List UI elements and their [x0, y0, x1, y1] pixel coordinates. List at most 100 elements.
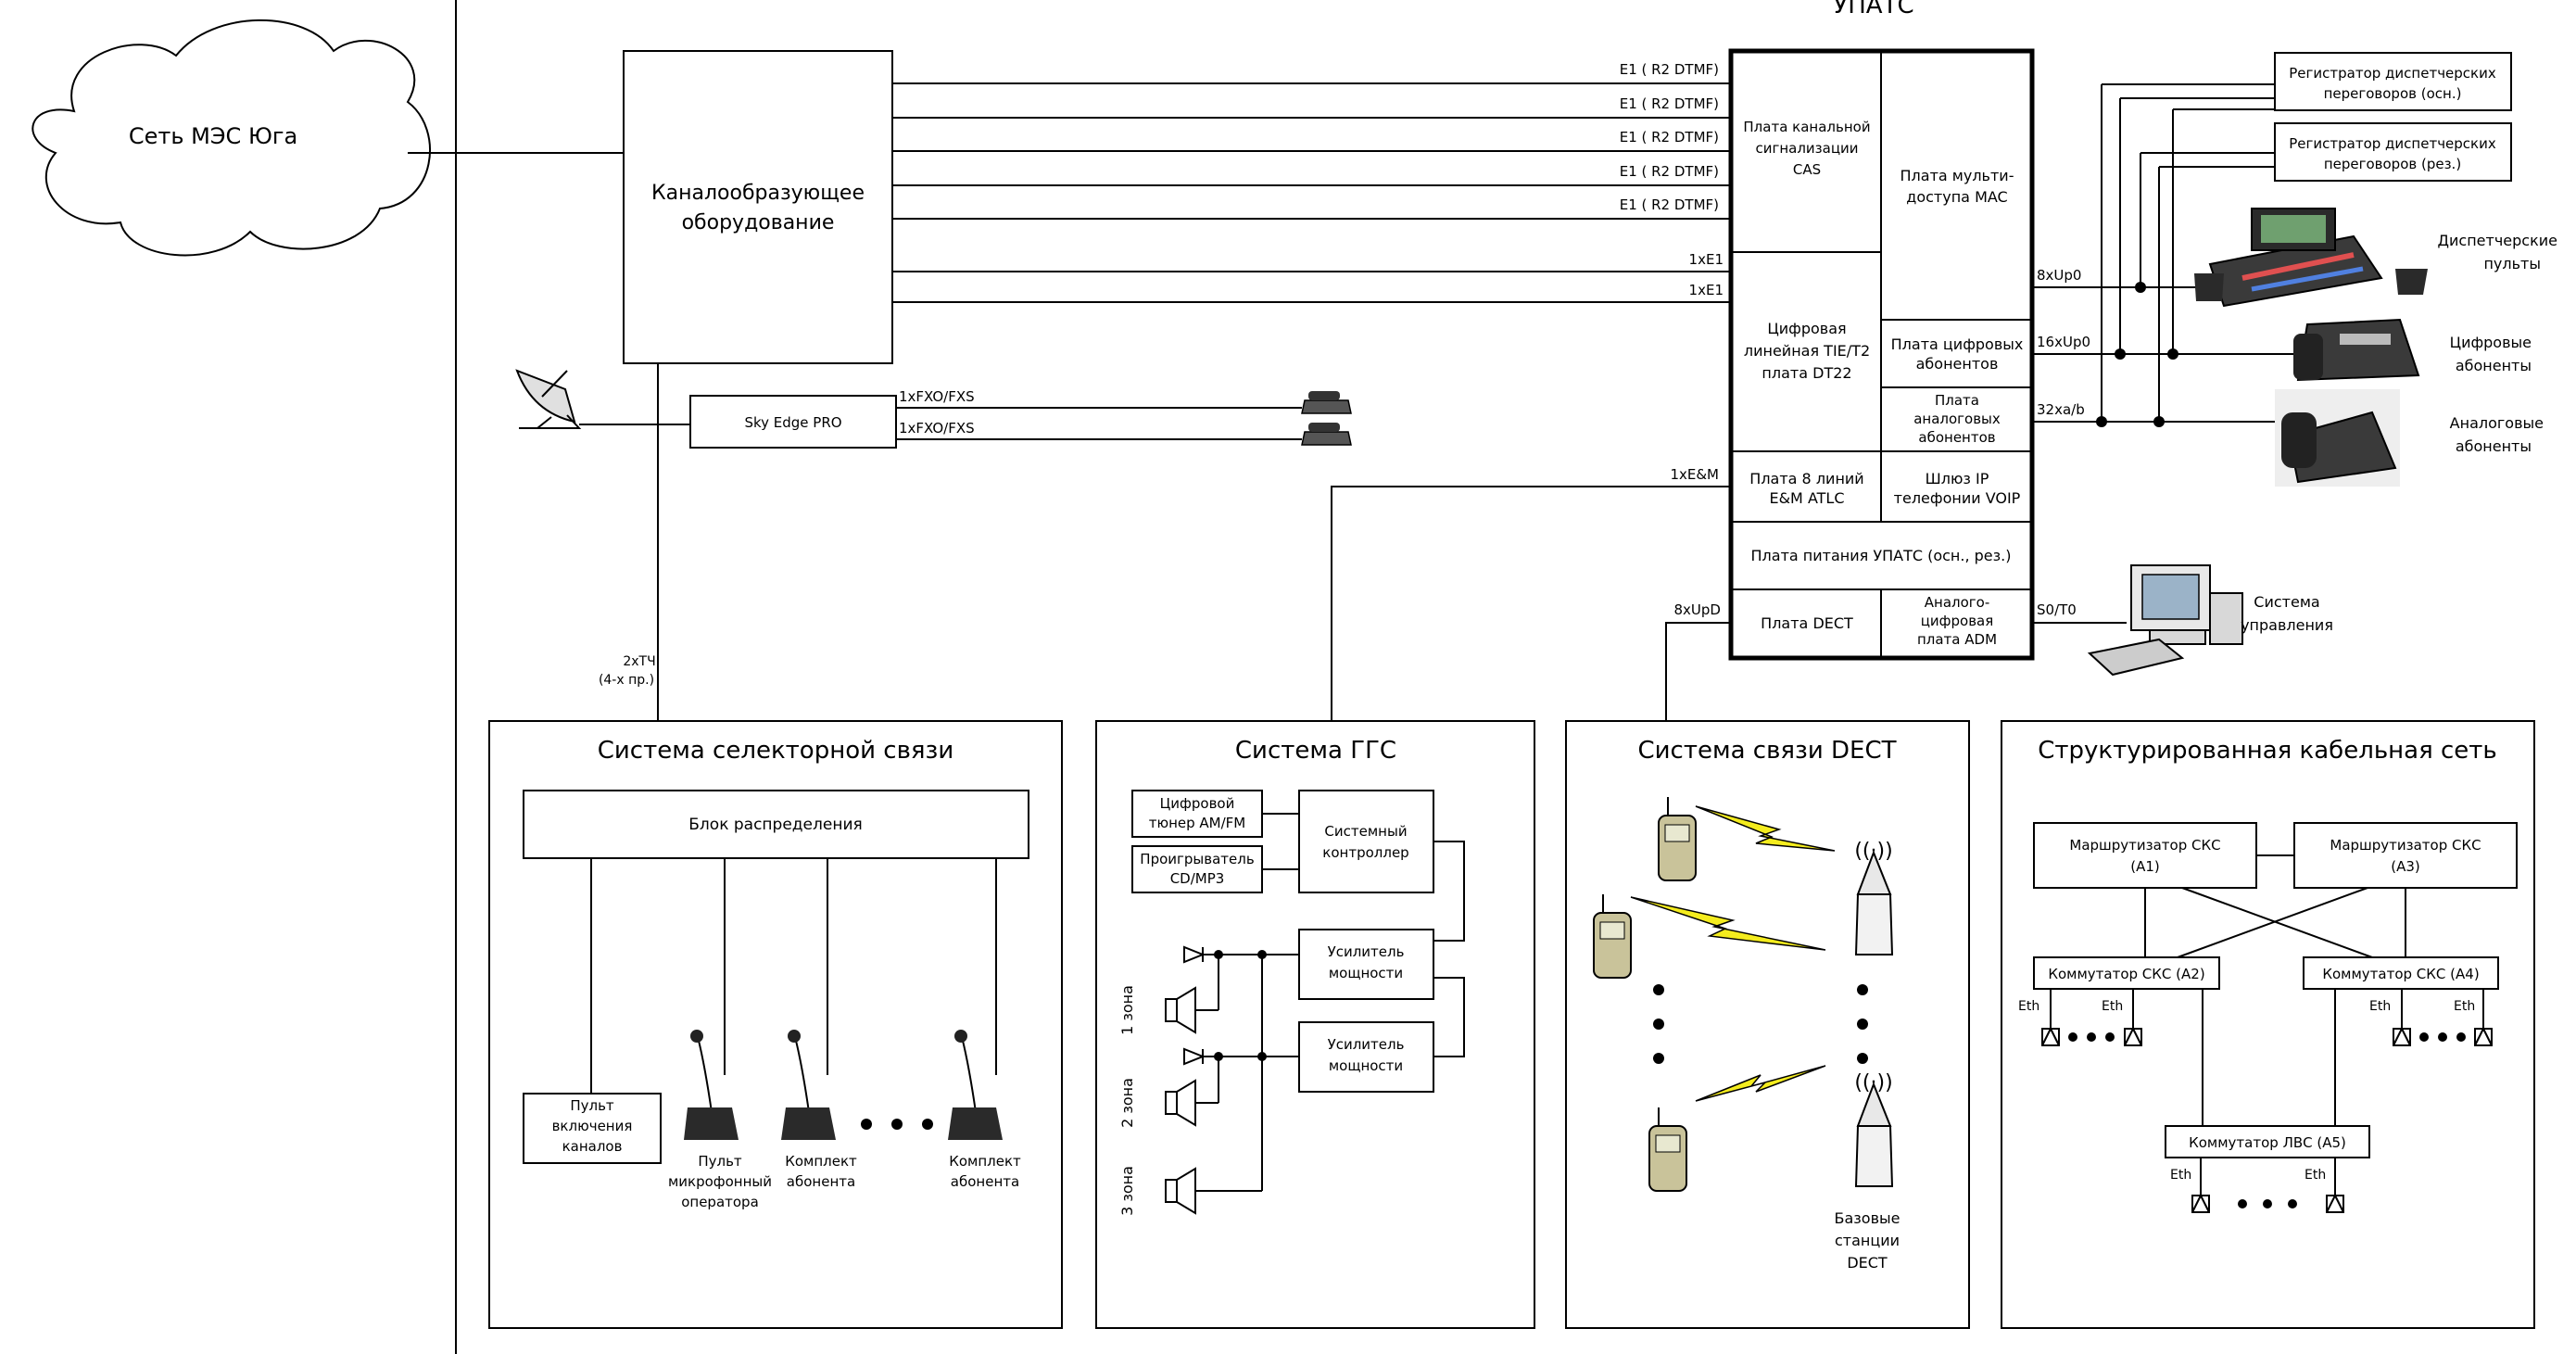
analog-line2: абоненты [2456, 437, 2532, 455]
channel-panel-line1: Пульт [570, 1097, 614, 1114]
sky-edge-box [689, 395, 897, 449]
microphone-console-icon [948, 1030, 1003, 1140]
lightning-icon [1695, 1065, 1826, 1102]
ellipsis-dots [2068, 1032, 2466, 1208]
amplifier-2-line1: Усилитель [1328, 1036, 1405, 1053]
zone-3-label: 3 зона [1118, 1166, 1136, 1216]
dect-handset-icon [1658, 797, 1697, 881]
kit1-line2: абонента [787, 1173, 855, 1190]
base-stations-line2: станции [1835, 1232, 1900, 1249]
mac-line2: доступа MAC [1906, 188, 2007, 206]
e1-label-1: E1 ( R2 DTMF) [1620, 61, 1719, 78]
cloud-label: Сеть МЭС Юга [129, 123, 297, 149]
dect-handset-icon [1648, 1107, 1687, 1192]
phone-icon [1301, 423, 1352, 446]
dect-link-line [1665, 622, 1731, 721]
switch-a5-box [2165, 1125, 2370, 1158]
e1-label-2: E1 ( R2 DTMF) [1620, 95, 1719, 112]
dispatch-line2: пульты [2483, 255, 2541, 272]
em-link-line [1331, 486, 1731, 721]
upo16-label: 16xUp0 [2037, 334, 2090, 350]
junction-dots [2096, 282, 2178, 427]
lightning-icon [1630, 896, 1826, 951]
dect-board-label: Плата DECT [1761, 614, 1853, 632]
dect-title: Система связи DECT [1637, 737, 1896, 765]
fxo-label-2: 1xFXO/FXS [899, 420, 975, 437]
switch-a5-label: Коммутатор ЛВС (A5) [2189, 1134, 2346, 1151]
channel-equipment-line1: Каналообразующее [651, 182, 865, 205]
eth-label: Eth [2102, 999, 2123, 1014]
e1-links [892, 82, 1731, 303]
recorder-main-line1: Регистратор диспетчерских [2289, 65, 2496, 82]
amplifier-2-line2: мощности [1329, 1057, 1403, 1074]
eth-label: Eth [2018, 999, 2039, 1014]
mic-panel-line2: микрофонный [668, 1173, 772, 1190]
selector-title: Система селекторной связи [598, 737, 954, 765]
base-station-icon: ((·)) [1854, 1071, 1894, 1187]
base-stations-line3: DECT [1847, 1254, 1888, 1272]
router-a1-line2: (A1) [2130, 858, 2160, 875]
upo8-label: 8xUp0 [2037, 267, 2081, 284]
s0-label: S0/T0 [2037, 601, 2077, 618]
adm-line2: цифровая [1921, 613, 1994, 629]
channel-panel-line2: включения [552, 1118, 633, 1134]
dt22-line1: Цифровая [1767, 320, 1846, 337]
speaker-icon [1165, 945, 1234, 1034]
mes-cloud: Сеть МЭС Юга [32, 19, 431, 257]
analog-line1: Аналоговые [2450, 414, 2544, 432]
switch-a4-box [2303, 956, 2499, 990]
scs-frame [2001, 720, 2535, 1329]
dispatch-console-icon [2194, 208, 2428, 308]
controller-line2: контроллер [1322, 844, 1408, 861]
upats-title: УПАТС [1833, 0, 1913, 19]
e1-label-5: E1 ( R2 DTMF) [1620, 196, 1719, 213]
eth-label: Eth [2369, 999, 2391, 1014]
mic-panel-line1: Пульт [698, 1153, 742, 1170]
digital-board-line2: абонентов [1916, 355, 1999, 373]
ellipsis-dots [1653, 984, 1868, 1064]
microphone-console-icon [781, 1030, 836, 1140]
distribution-label: Блок распределения [688, 816, 862, 834]
eth-label: Eth [2170, 1168, 2191, 1183]
player-line2: CD/MP3 [1170, 870, 1225, 887]
eth-label: Eth [2305, 1168, 2326, 1183]
recorder-res-line2: переговоров (рез.) [2324, 156, 2461, 172]
control-line1: Система [2254, 593, 2319, 611]
ggs-links [1195, 813, 1465, 1192]
controller-box [1298, 790, 1434, 893]
analog-board-line3: абонентов [1918, 429, 1995, 446]
speaker-icon [1165, 1047, 1234, 1127]
digital-phone-icon [2293, 318, 2420, 382]
recorder-res-box [2274, 122, 2512, 182]
cas-line3: CAS [1793, 161, 1821, 178]
zone-1-label: 1 зона [1118, 985, 1136, 1035]
player-line1: Проигрыватель [1140, 851, 1254, 867]
satellite-dish-icon [515, 369, 582, 429]
base-stations-line1: Базовые [1835, 1209, 1900, 1227]
distribution-box [523, 790, 1029, 859]
power-board-label: Плата питания УПАТС (осн., рез.) [1751, 547, 2012, 564]
recorder-main-box [2274, 52, 2512, 111]
zone-2-label: 2 зона [1118, 1078, 1136, 1128]
microphone-console-icon [684, 1030, 739, 1140]
base-station-icon: ((·)) [1854, 840, 1894, 955]
selector-links [590, 858, 997, 1094]
svg-text:((·)): ((·)) [1854, 840, 1892, 863]
dt22-line3: плата DT22 [1762, 364, 1851, 382]
em-board-line2: E&M ATLC [1769, 489, 1844, 507]
router-a3-line2: (A3) [2391, 858, 2420, 875]
tch-label-1: 2xТЧ [623, 654, 655, 669]
mac-line1: Плата мульти- [1900, 167, 2014, 184]
switch-a2-label: Коммутатор СКС (A2) [2048, 966, 2204, 982]
amplifier-1-line2: мощности [1329, 965, 1403, 981]
dect-system-frame [1565, 720, 1970, 1329]
ellipsis-dots [861, 1119, 933, 1130]
tuner-line2: тюнер AM/FM [1149, 815, 1246, 831]
digital-board-line1: Плата цифровых [1891, 335, 2024, 353]
lightning-icon [1695, 805, 1836, 852]
svg-text:((·)): ((·)) [1854, 1071, 1892, 1095]
adm-line1: Аналого- [1925, 594, 1990, 611]
mic-panel-line3: оператора [681, 1194, 759, 1210]
kit2-line1: Комплект [949, 1153, 1021, 1170]
eth-port-icon [2041, 1028, 2493, 1213]
